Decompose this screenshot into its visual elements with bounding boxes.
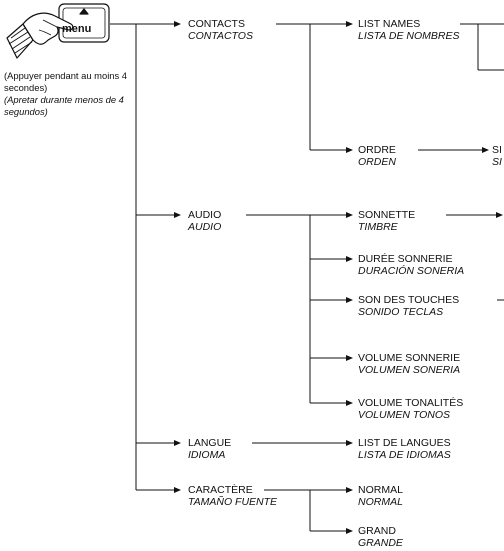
node-label-fr: CONTACTS: [188, 18, 245, 30]
node-label-es: SONIDO TECLAS: [358, 306, 444, 318]
node-label-fr: VOLUME TONALITÉS: [358, 397, 464, 409]
node-label-es: LISTA DE NOMBRES: [358, 30, 460, 42]
node-grand: GRAND GRANDE: [358, 525, 403, 549]
node-volume-sonnerie: VOLUME SONNERIE VOLUMEN SONERIA: [358, 352, 460, 376]
node-ordre-sub: SI SI: [492, 144, 502, 168]
node-label-es: ORDEN: [358, 156, 396, 168]
node-ordre: ORDRE ORDEN: [358, 144, 396, 168]
node-label-fr: SON DES TOUCHES: [358, 294, 460, 306]
node-label-es: CONTACTOS: [188, 30, 253, 42]
node-label-es: NORMAL: [358, 496, 403, 508]
node-label-fr: NORMAL: [358, 484, 403, 496]
node-label-es: LISTA DE IDIOMAS: [358, 449, 451, 461]
node-label-es: AUDIO: [188, 221, 222, 233]
node-label-es: DURACIÓN SONERIA: [358, 265, 465, 277]
press-note-es: (Apretar durante menos de 4 segundos): [4, 94, 124, 117]
node-caractere: CARACTÈRE TAMAÑO FUENTE: [188, 484, 277, 508]
node-label-es: VOLUMEN SONERIA: [358, 364, 461, 376]
node-label-es: TIMBRE: [358, 221, 398, 233]
node-label-es: SI: [492, 156, 502, 168]
node-label-fr: VOLUME SONNERIE: [358, 352, 461, 364]
node-label-es: TAMAÑO FUENTE: [188, 496, 278, 508]
menu-key-label: menu: [62, 23, 92, 35]
node-label-fr: ORDRE: [358, 144, 396, 156]
node-label-fr: LIST DE LANGUES: [358, 437, 451, 449]
node-son-des-touches: SON DES TOUCHES SONIDO TECLAS: [358, 294, 459, 318]
node-normal: NORMAL NORMAL: [358, 484, 403, 508]
node-label-es: GRANDE: [358, 537, 403, 549]
node-label-fr: LIST NAMES: [358, 18, 421, 30]
node-contacts: CONTACTS CONTACTOS: [188, 18, 253, 42]
node-label-fr: SONNETTE: [358, 209, 416, 221]
press-duration-note: (Appuyer pendant au moins 4 secondes) (A…: [4, 70, 144, 118]
node-list-names: LIST NAMES LISTA DE NOMBRES: [358, 18, 460, 42]
node-label-fr: DURÉE SONNERIE: [358, 253, 453, 265]
node-audio: AUDIO AUDIO: [188, 209, 221, 233]
node-label-es: IDIOMA: [188, 449, 226, 461]
node-duree-sonnerie: DURÉE SONNERIE DURACIÓN SONERIA: [358, 253, 464, 277]
node-list-langues: LIST DE LANGUES LISTA DE IDIOMAS: [358, 437, 451, 461]
node-label-fr: LANGUE: [188, 437, 232, 449]
node-langue: LANGUE IDIOMA: [188, 437, 231, 461]
node-label-fr: GRAND: [358, 525, 396, 537]
node-label-es: VOLUMEN TONOS: [358, 409, 450, 421]
press-note-fr: (Appuyer pendant au moins 4 secondes): [4, 70, 127, 93]
node-label-fr: AUDIO: [188, 209, 222, 221]
node-label-fr: CARACTÈRE: [188, 484, 253, 496]
node-volume-tonalites: VOLUME TONALITÉS VOLUMEN TONOS: [358, 397, 463, 421]
node-sonnette: SONNETTE TIMBRE: [358, 209, 415, 233]
hand-pressing-menu-key-icon: [6, 3, 110, 59]
node-label-fr: SI: [492, 144, 502, 156]
